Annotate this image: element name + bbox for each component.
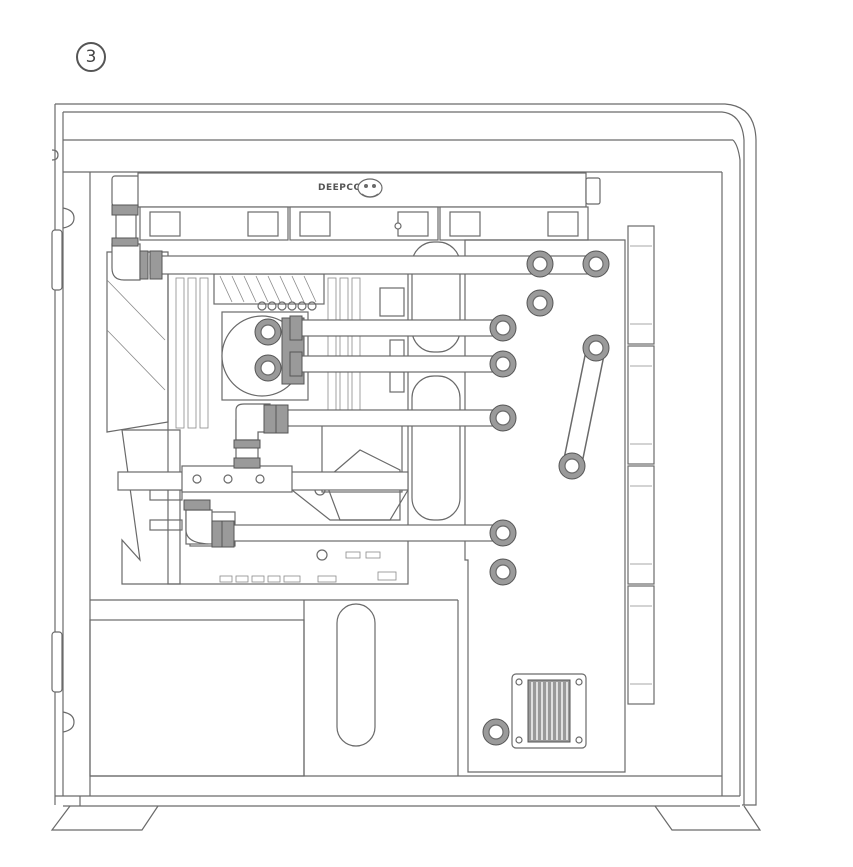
psu-shroud — [89, 599, 722, 777]
fittings — [111, 204, 303, 548]
step-number: 3 — [85, 47, 97, 67]
case-shell — [50, 103, 762, 831]
deepcool-logo-icon — [357, 178, 383, 198]
pump — [511, 673, 587, 749]
step-number-badge: 3 — [76, 42, 106, 72]
tube-end-fittings — [482, 250, 610, 746]
radiator-brand: DEEPCOOL — [318, 183, 376, 193]
distro-plate — [411, 239, 626, 773]
top-radiator: DEEPCOOL — [111, 172, 601, 241]
front-fans — [627, 225, 655, 705]
